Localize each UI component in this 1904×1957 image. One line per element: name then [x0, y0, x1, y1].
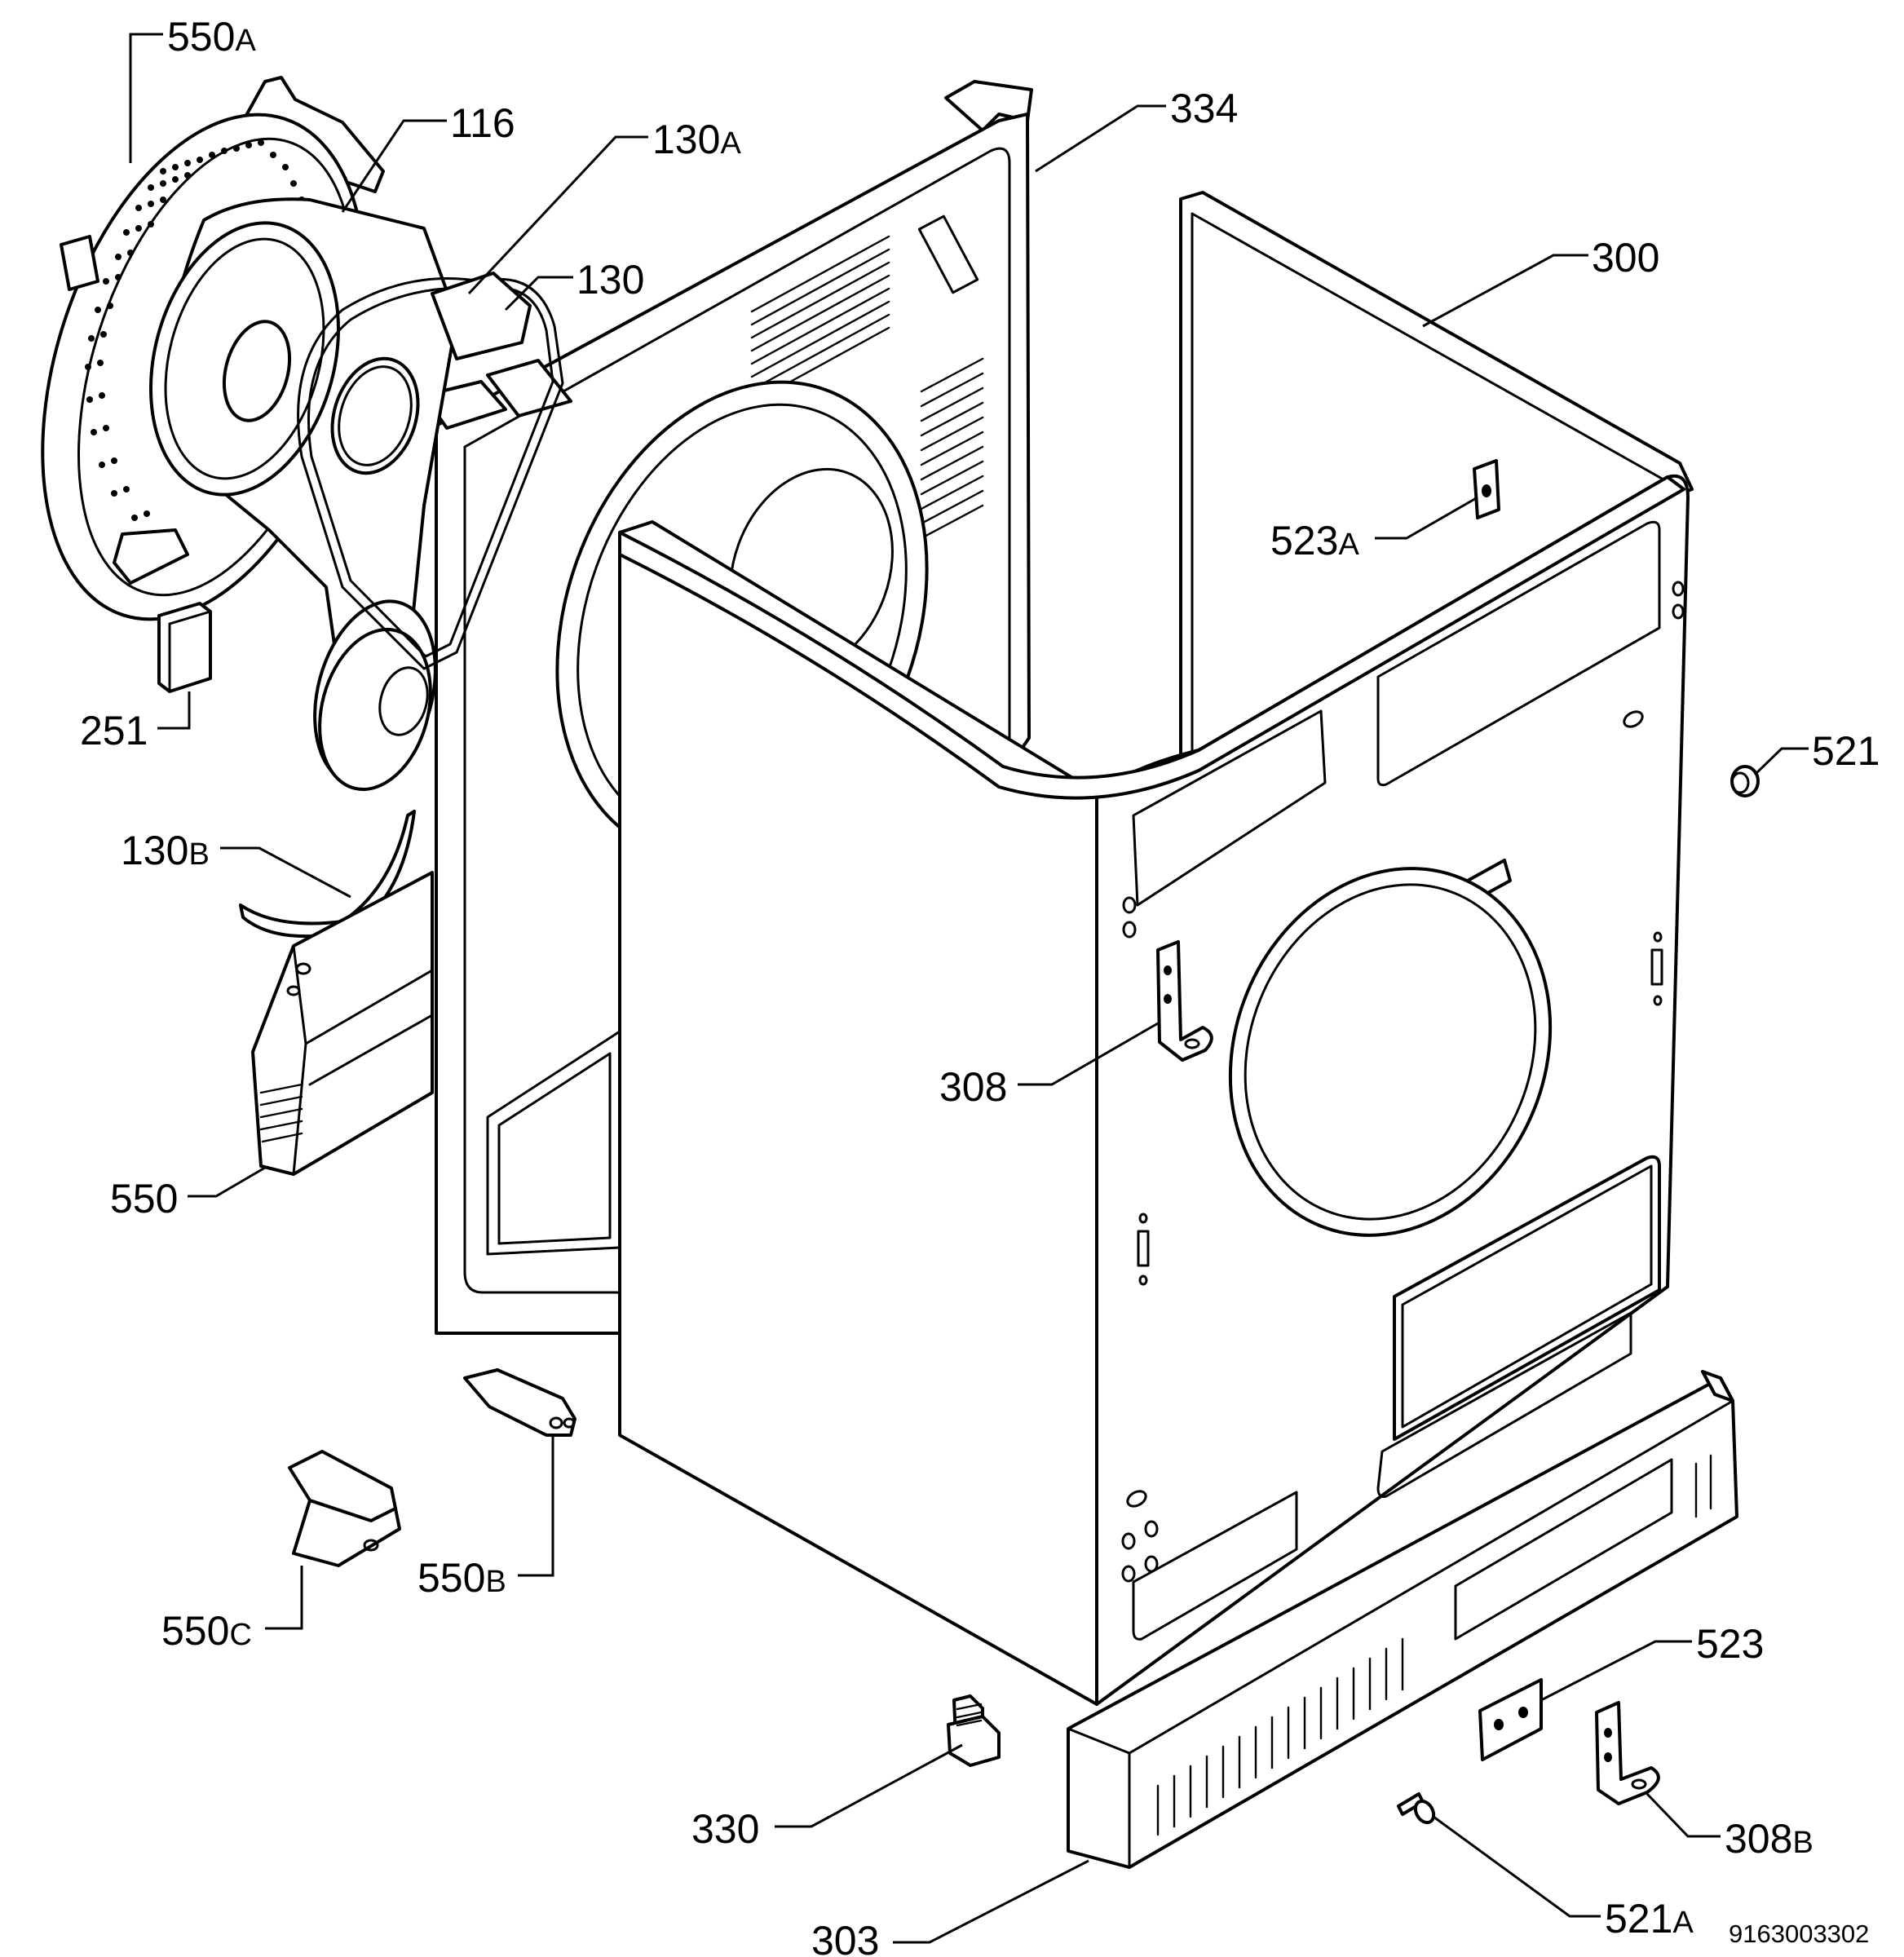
hinge-clamp-part [288, 1450, 401, 1567]
clip-plate-part [1478, 1678, 1543, 1761]
callout-130-label: 130 [577, 257, 644, 303]
callout-521-label: 521 [1812, 728, 1880, 774]
callout-labels: 550A 116 130A 130 334 300 523A 251 521 1… [80, 14, 1880, 1957]
callout-550-label: 550 [110, 1176, 178, 1221]
callout-130b-label: 130B [121, 828, 210, 873]
callout-300-label: 300 [1592, 235, 1659, 281]
cabinet-part [618, 191, 1694, 1706]
callout-303-label: 303 [811, 1918, 879, 1957]
callout-330-label: 330 [691, 1806, 759, 1852]
callout-308-label: 308 [939, 1064, 1007, 1110]
angle-bracket-part [1156, 940, 1213, 1062]
callout-130a-label: 130A [652, 117, 741, 162]
callout-308b-label: 308B [1725, 1816, 1813, 1862]
plinth-panel-part [1067, 1370, 1738, 1869]
hinge-clip-part [463, 1368, 577, 1437]
callout-550a-label: 550A [167, 14, 256, 60]
callout-251-label: 251 [80, 708, 148, 753]
drawing-number: 9163003302 [1729, 1919, 1869, 1948]
screw-part [1397, 1792, 1436, 1825]
leader-lines [129, 33, 1809, 1944]
callout-116-label: 116 [450, 100, 515, 146]
filter-brush-part [157, 602, 212, 693]
callout-550c-label: 550C [161, 1608, 252, 1654]
fan-duct-part [148, 197, 458, 792]
callout-550b-label: 550B [417, 1555, 506, 1601]
callout-521a-label: 521A [1605, 1896, 1694, 1942]
seal-ring-part [330, 356, 420, 475]
callout-334-label: 334 [1170, 86, 1238, 131]
callout-523a-label: 523A [1270, 518, 1359, 563]
duct-bracket-part [251, 871, 434, 1176]
adjustable-foot-part [947, 1694, 1001, 1767]
angle-bracket-b-part [1595, 1701, 1660, 1805]
gasket-part [297, 272, 564, 670]
callout-523-label: 523 [1696, 1621, 1764, 1667]
plug-cap-part [1730, 765, 1760, 797]
